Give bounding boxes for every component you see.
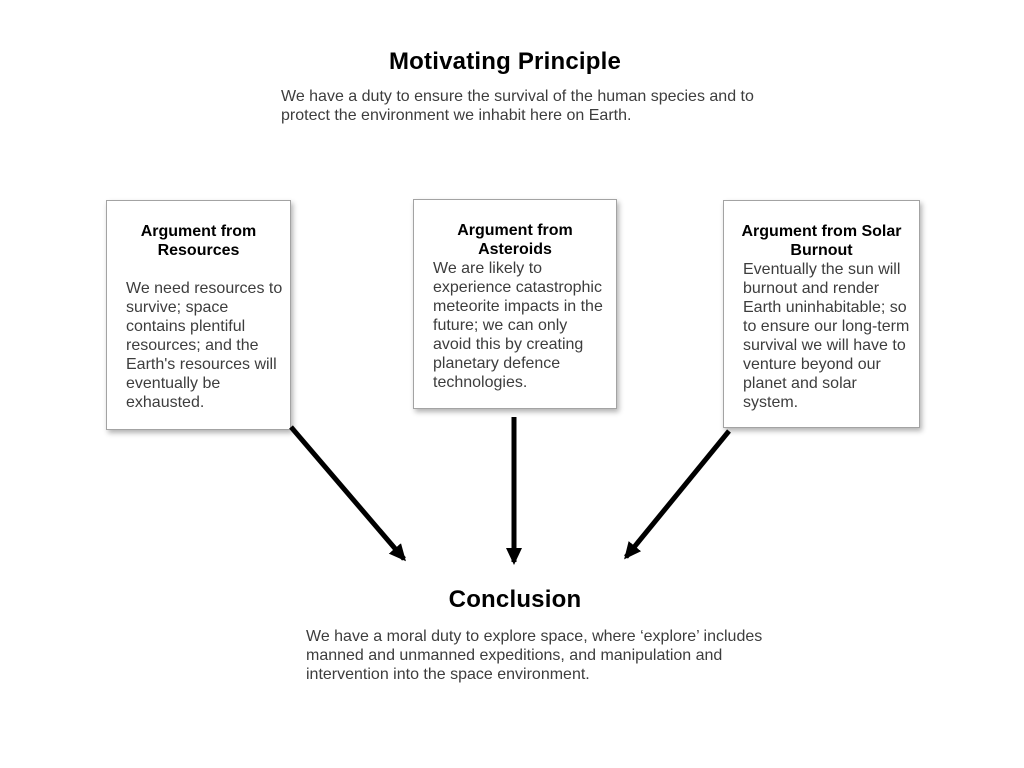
argument-box-asteroids: Argument from Asteroids We are likely to… <box>413 199 617 409</box>
conclusion-heading: Conclusion <box>448 586 582 613</box>
argument-solar-burnout-title: Argument from Solar Burnout <box>741 223 902 259</box>
conclusion-text: We have a moral duty to explore space, w… <box>306 628 763 683</box>
arrow-solar-burnout-to-conclusion <box>624 429 731 560</box>
argument-box-solar-burnout: Argument from Solar Burnout Eventually t… <box>723 200 920 428</box>
argument-asteroids-title: Argument from Asteroids <box>457 222 573 258</box>
motivating-principle-heading: Motivating Principle <box>388 48 622 75</box>
argument-box-resources: Argument from Resources We need resource… <box>106 200 291 430</box>
argument-resources-title: Argument from Resources <box>140 223 257 259</box>
argument-resources-body: We need resources to survive; space cont… <box>126 280 283 411</box>
argument-asteroids-body: We are likely to experience catastrophic… <box>433 260 603 391</box>
argument-solar-burnout-body: Eventually the sun will burnout and rend… <box>743 261 910 411</box>
motivating-principle-text: We have a duty to ensure the survival of… <box>281 88 754 124</box>
arrow-resources-to-conclusion <box>289 425 406 562</box>
